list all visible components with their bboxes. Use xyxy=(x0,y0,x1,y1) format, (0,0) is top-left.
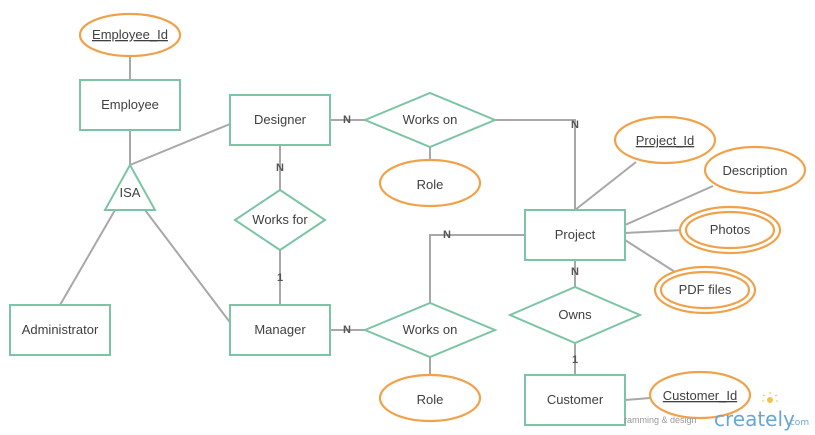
attribute-employee-id-label: Employee_Id xyxy=(92,27,168,42)
cardinality-works-for-manager: 1 xyxy=(277,272,283,284)
cardinality-project-owns: N xyxy=(571,266,579,278)
connectors xyxy=(59,55,714,401)
attribute-description[interactable]: Description xyxy=(703,145,807,195)
entity-employee-label: Employee xyxy=(101,97,159,112)
relationship-works-on-designer-label: Works on xyxy=(403,112,458,127)
attribute-customer-id-label: Customer_Id xyxy=(663,388,737,403)
line-works-on-2-project xyxy=(429,234,525,303)
attribute-pdf-files-multivalued[interactable]: PDF files xyxy=(653,265,757,315)
line-project-photos xyxy=(624,229,684,234)
watermark-text: ramming & design xyxy=(624,415,697,425)
relationship-works-on-manager-label: Works on xyxy=(403,322,458,337)
attribute-customer-id[interactable]: Customer_Id xyxy=(648,370,752,420)
line-project-description xyxy=(624,185,714,226)
line-project-project-id xyxy=(574,161,637,211)
attribute-project-id-label: Project_Id xyxy=(636,133,695,148)
entity-administrator[interactable]: Administrator xyxy=(9,304,111,356)
entity-designer-label: Designer xyxy=(254,112,307,127)
relationship-owns-label: Owns xyxy=(558,307,592,322)
line-customer-customer-id xyxy=(624,397,651,401)
entity-employee[interactable]: Employee xyxy=(79,79,181,131)
relationship-isa[interactable]: ISA xyxy=(103,162,157,211)
cardinality-works-on-project: N xyxy=(571,119,579,131)
attribute-role-designer-label: Role xyxy=(417,177,444,192)
entity-customer-label: Customer xyxy=(547,392,604,407)
entity-designer[interactable]: Designer xyxy=(229,94,331,146)
relationship-owns[interactable]: Owns xyxy=(507,285,643,345)
cardinality-manager-works-on: N xyxy=(343,324,351,336)
entity-administrator-label: Administrator xyxy=(22,322,99,337)
attribute-photos-multivalued[interactable]: Photos xyxy=(678,205,782,255)
entity-manager[interactable]: Manager xyxy=(229,304,331,356)
relationship-works-on-designer[interactable]: Works on xyxy=(362,91,498,149)
attribute-role-designer[interactable]: Role xyxy=(378,158,482,208)
relationship-works-for-label: Works for xyxy=(252,212,308,227)
sun-icon xyxy=(762,392,778,403)
relationship-works-for[interactable]: Works for xyxy=(233,188,327,252)
relationship-isa-label: ISA xyxy=(120,185,141,200)
cardinality-owns-customer: 1 xyxy=(572,354,578,366)
entity-customer[interactable]: Customer xyxy=(524,374,626,426)
attribute-photos-label: Photos xyxy=(710,222,751,237)
attribute-pdf-files-label: PDF files xyxy=(679,282,732,297)
attribute-project-id[interactable]: Project_Id xyxy=(613,115,717,165)
attribute-description-label: Description xyxy=(722,163,787,178)
line-project-pdf-files xyxy=(624,239,676,273)
attribute-role-manager-label: Role xyxy=(417,392,444,407)
line-isa-manager xyxy=(144,209,233,326)
creately-watermark: ramming & design creately .com xyxy=(624,392,809,431)
attribute-role-manager[interactable]: Role xyxy=(378,373,482,423)
watermark-brand: creately xyxy=(714,407,795,431)
entity-project[interactable]: Project xyxy=(524,209,626,261)
line-works-on-project xyxy=(495,119,576,210)
entity-project-label: Project xyxy=(555,227,596,242)
cardinality-works-on-2-project: N xyxy=(443,229,451,241)
relationship-works-on-manager[interactable]: Works on xyxy=(362,301,498,359)
cardinality-designer-works-on: N xyxy=(343,114,351,126)
line-isa-administrator xyxy=(59,209,116,306)
watermark-brand-suffix: .com xyxy=(787,418,809,428)
cardinality-designer-works-for: N xyxy=(276,162,284,174)
entity-manager-label: Manager xyxy=(254,322,306,337)
line-isa-designer xyxy=(129,123,231,166)
attribute-employee-id[interactable]: Employee_Id xyxy=(78,12,182,58)
